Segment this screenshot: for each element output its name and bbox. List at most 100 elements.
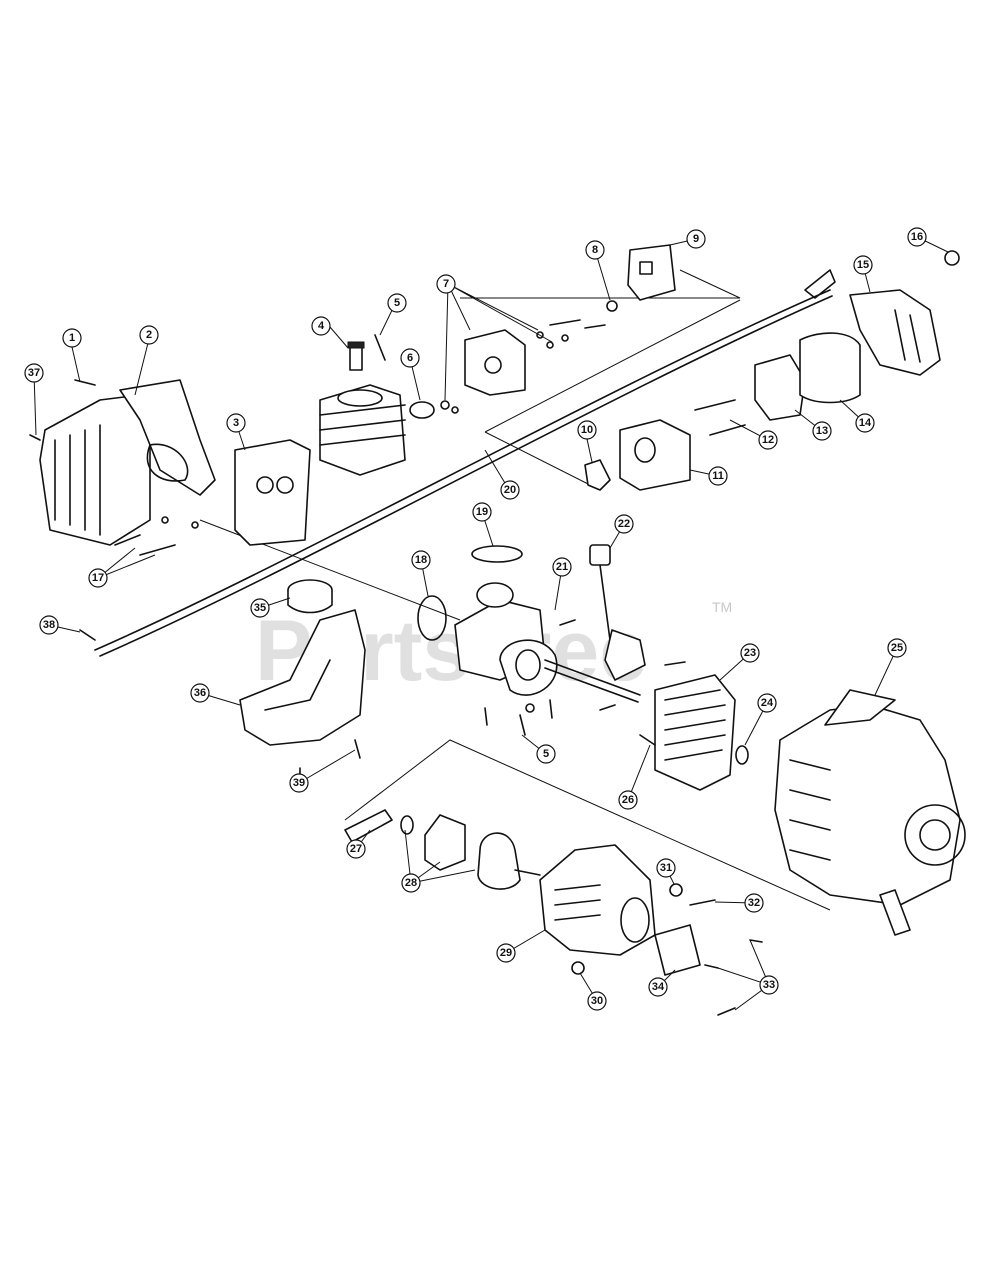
spacer-tube-part — [344, 809, 393, 843]
svg-text:15: 15 — [857, 259, 869, 271]
heat-shield-part — [234, 439, 311, 546]
callout-3: 3 — [226, 413, 246, 433]
callout-6: 6 — [400, 348, 420, 368]
callout-31: 31 — [656, 858, 676, 878]
long-screws-part — [694, 399, 746, 436]
svg-text:23: 23 — [744, 647, 756, 659]
svg-text:2: 2 — [146, 329, 152, 341]
o-ring-part — [417, 595, 447, 641]
callout-16: 16 — [907, 227, 927, 247]
filter-plate-part — [754, 354, 806, 421]
svg-text:5: 5 — [394, 297, 400, 309]
callouts: 1 2 3 4 5 6 7 8 9 10 11 12 13 14 15 16 1… — [24, 227, 927, 1011]
callout-29: 29 — [496, 943, 516, 963]
callout-20: 20 — [500, 480, 520, 500]
recoil-starter-part — [774, 689, 966, 936]
svg-text:21: 21 — [556, 561, 568, 573]
svg-text:32: 32 — [748, 897, 760, 909]
gear-housing-part — [539, 844, 656, 956]
intake-manifold-part — [464, 329, 526, 396]
sleeve-part — [654, 924, 701, 976]
svg-text:8: 8 — [592, 244, 598, 256]
alignment-lines — [199, 269, 831, 911]
callout-8: 8 — [585, 240, 605, 260]
callout-18: 18 — [411, 550, 431, 570]
callout-21: 21 — [552, 557, 572, 577]
svg-text:38: 38 — [43, 619, 55, 631]
svg-text:4: 4 — [318, 320, 325, 332]
svg-text:12: 12 — [762, 434, 774, 446]
callout-17: 17 — [88, 568, 108, 588]
svg-text:1: 1 — [69, 332, 75, 344]
callout-11: 11 — [708, 466, 728, 486]
callout-14: 14 — [855, 413, 875, 433]
callout-4: 4 — [311, 316, 331, 336]
svg-text:30: 30 — [591, 995, 603, 1007]
ignition-module-part — [589, 544, 646, 681]
callout-7: 7 — [436, 274, 456, 294]
o-ring-large-part — [471, 545, 523, 563]
crankshaft-part — [544, 659, 641, 703]
callout-22: 22 — [614, 514, 634, 534]
svg-text:13: 13 — [816, 425, 828, 437]
flywheel-part — [654, 674, 736, 791]
callout-19: 19 — [472, 502, 492, 522]
callout-28: 28 — [401, 873, 421, 893]
callout-32: 32 — [744, 893, 764, 913]
filter-gasket-part — [584, 459, 611, 491]
svg-text:22: 22 — [618, 518, 630, 530]
cylinder-part — [319, 384, 406, 476]
svg-text:29: 29 — [500, 947, 512, 959]
callout-5-bottom: 5 — [536, 744, 556, 764]
callout-37: 37 — [24, 363, 44, 383]
engine-cover-part — [39, 379, 216, 546]
svg-text:9: 9 — [693, 233, 699, 245]
callout-1: 1 — [62, 328, 82, 348]
callout-27: 27 — [346, 839, 366, 859]
svg-text:31: 31 — [660, 862, 672, 874]
svg-text:37: 37 — [28, 367, 40, 379]
air-filter-element-part — [799, 332, 861, 404]
svg-text:7: 7 — [443, 278, 449, 290]
fuel-tank-part — [239, 609, 366, 746]
svg-text:36: 36 — [194, 687, 206, 699]
watermark-trademark: TM — [712, 599, 732, 615]
gasket-part — [409, 401, 435, 419]
callout-30: 30 — [587, 991, 607, 1011]
spark-plug-part — [347, 341, 365, 371]
svg-text:28: 28 — [405, 877, 417, 889]
svg-text:17: 17 — [92, 572, 104, 584]
callout-10: 10 — [577, 420, 597, 440]
callout-26: 26 — [618, 790, 638, 810]
washer-part — [735, 745, 749, 765]
fasteners — [29, 300, 763, 1016]
svg-text:33: 33 — [763, 979, 775, 991]
callout-9: 9 — [686, 229, 706, 249]
callout-25: 25 — [887, 638, 907, 658]
callout-34: 34 — [648, 977, 668, 997]
throttle-cable — [94, 269, 836, 657]
air-filter-base-part — [619, 419, 691, 491]
svg-text:39: 39 — [293, 777, 305, 789]
svg-text:20: 20 — [504, 484, 516, 496]
svg-text:27: 27 — [350, 843, 362, 855]
svg-text:26: 26 — [622, 794, 634, 806]
svg-text:34: 34 — [652, 981, 665, 993]
air-filter-cover-part — [849, 289, 941, 376]
callout-15: 15 — [853, 255, 873, 275]
svg-text:24: 24 — [761, 697, 774, 709]
callout-33: 33 — [759, 975, 779, 995]
clutch-part — [400, 814, 541, 890]
crankcase-part — [454, 582, 558, 696]
svg-text:3: 3 — [233, 417, 239, 429]
fuel-cap-part — [287, 579, 333, 614]
filter-knob-part — [944, 250, 960, 266]
callout-5-top: 5 — [387, 293, 407, 313]
callout-12: 12 — [758, 430, 778, 450]
callout-36: 36 — [190, 683, 210, 703]
callout-39: 39 — [289, 773, 309, 793]
svg-text:14: 14 — [859, 417, 872, 429]
callout-23: 23 — [740, 643, 760, 663]
svg-text:5: 5 — [543, 748, 549, 760]
